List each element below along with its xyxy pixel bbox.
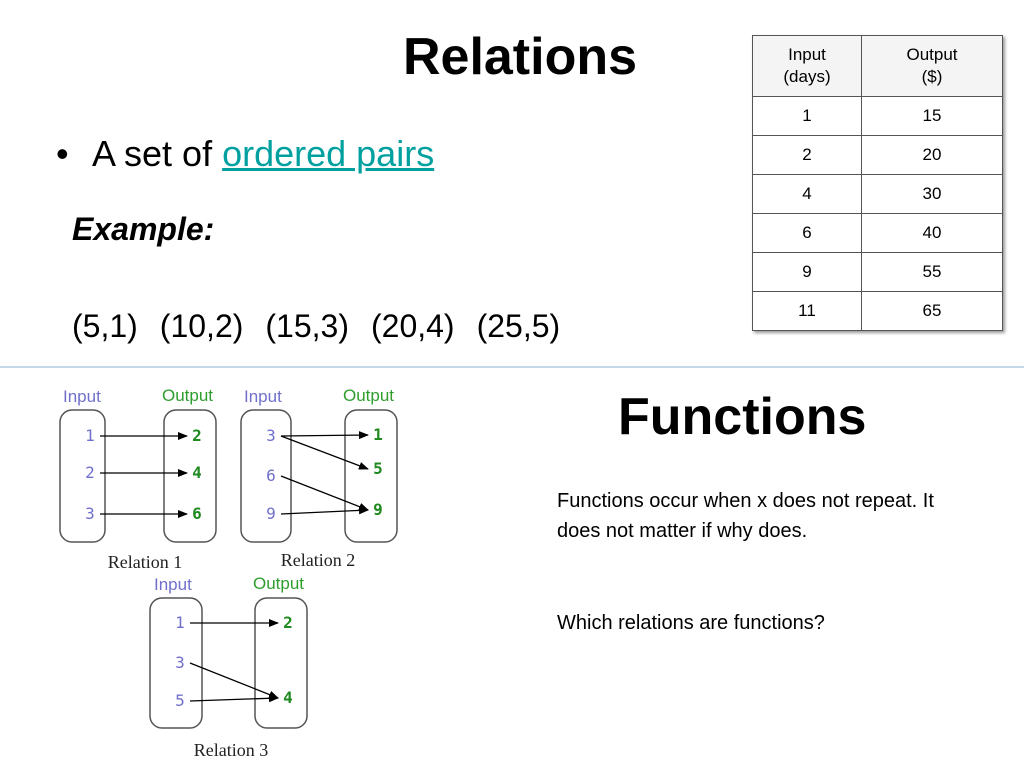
ordered-pairs-list: (5,1) (10,2) (15,3) (20,4) (25,5): [72, 302, 582, 350]
table-header-row: Input (days) Output ($): [752, 35, 1003, 97]
output-value: 5: [373, 459, 383, 478]
ordered-pairs-link[interactable]: ordered pairs: [222, 133, 435, 174]
output-set-box: [163, 409, 217, 543]
output-header: Output: [343, 386, 394, 405]
input-value: 3: [175, 653, 185, 672]
relation-caption: Relation 3: [194, 740, 269, 760]
table-header-output: Output ($): [861, 35, 1003, 97]
functions-question: Which relations are functions?: [557, 612, 825, 634]
output-set-box: [344, 409, 398, 543]
relation-caption: Relation 2: [281, 550, 356, 570]
output-value: 6: [192, 504, 202, 523]
input-set-box: [240, 409, 292, 543]
input-header: Input: [244, 387, 282, 406]
input-value: 3: [85, 504, 95, 523]
input-set-box: [149, 597, 203, 729]
input-value: 9: [266, 504, 276, 523]
output-header: Output: [162, 386, 213, 405]
mapping-arrow: [280, 431, 369, 440]
functions-heading: Functions: [618, 388, 867, 446]
slide-title: Relations: [402, 28, 638, 86]
input-value: 3: [266, 426, 276, 445]
output-header: Output: [253, 574, 304, 593]
header-line: Input: [788, 45, 826, 64]
table-cell: 20: [861, 135, 1003, 175]
mapping-arrow: [189, 694, 279, 703]
input-value: 5: [175, 691, 185, 710]
header-line: Output: [906, 45, 958, 64]
ordered-pair: (20,4): [370, 308, 455, 344]
input-value: 2: [85, 463, 95, 482]
mapping-arrow: [280, 475, 369, 511]
bullet-dot: •: [56, 133, 69, 174]
output-value: 1: [373, 425, 383, 444]
bullet-text: A set of: [92, 133, 223, 174]
output-value: 2: [283, 613, 293, 632]
output-value: 2: [192, 426, 202, 445]
section-divider: [0, 366, 1024, 368]
mapping-arrow: [280, 506, 369, 515]
example-label: Example:: [72, 211, 215, 247]
functions-description: Functions occur when x does not repeat. …: [557, 490, 934, 542]
output-value: 4: [283, 688, 293, 707]
output-value: 4: [192, 463, 202, 482]
relation-caption: Relation 1: [108, 552, 183, 572]
table-cell: 65: [861, 291, 1003, 331]
table-header-input: Input (days): [752, 35, 862, 97]
ordered-pair: (5,1): [72, 308, 138, 344]
mapping-arrow: [280, 435, 369, 470]
input-header: Input: [63, 387, 101, 406]
input-value: 1: [85, 426, 95, 445]
ordered-pair: (15,3): [265, 308, 349, 344]
table-cell: 15: [861, 96, 1003, 136]
input-value: 1: [175, 613, 185, 632]
input-value: 6: [266, 466, 276, 485]
output-set-box: [254, 597, 308, 729]
header-line: ($): [921, 67, 943, 86]
input-header: Input: [154, 575, 192, 594]
table-cell: 11: [752, 291, 862, 331]
mapping-arrow: [189, 662, 279, 699]
header-line: (days): [783, 67, 831, 86]
bullet-item: • A set of ordered pairs: [56, 130, 434, 178]
input-set-box: [59, 409, 106, 543]
ordered-pair: (10,2): [159, 308, 244, 344]
ordered-pair: (25,5): [476, 308, 561, 344]
output-value: 9: [373, 500, 383, 519]
